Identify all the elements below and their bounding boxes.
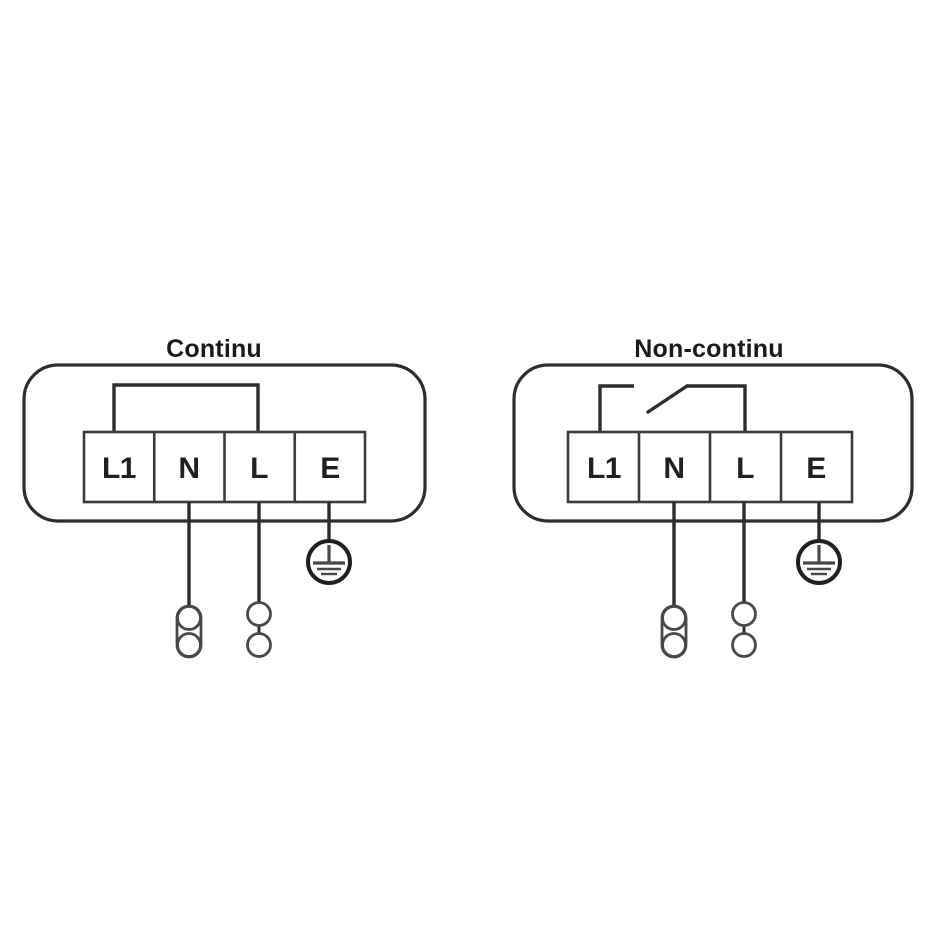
- terminal-label-e-non-continu: E: [806, 452, 826, 485]
- earth-symbol-non-continu: [796, 539, 842, 585]
- earth-symbol-continu: [306, 539, 352, 585]
- diagram-non-continu: Non-continu L1 N L E: [512, 335, 914, 659]
- terminal-label-e-continu: E: [320, 452, 340, 485]
- terminal-label-n-continu: N: [178, 452, 199, 485]
- terminal-label-l-continu: L: [250, 452, 268, 485]
- terminal-label-l1-continu: L1: [102, 452, 136, 485]
- switch-right-leg: [686, 384, 747, 432]
- connector-capsule-pair-n-non-continu: [660, 604, 688, 659]
- terminal-label-l-non-continu: L: [736, 452, 754, 485]
- jumper-wire-l1-to-l: [112, 383, 260, 432]
- diagram-title-continu: Continu: [166, 335, 262, 363]
- switch-left-leg: [598, 384, 634, 432]
- connector-linked-circles-l-non-continu: [731, 601, 757, 658]
- terminal-label-l1-non-continu: L1: [587, 452, 621, 485]
- switch-blade-open: [646, 384, 689, 414]
- terminal-label-n-non-continu: N: [663, 452, 684, 485]
- diagram-continu: Continu L1 N L E: [22, 335, 427, 659]
- connector-linked-circles-l-continu: [246, 601, 272, 658]
- diagram-title-non-continu: Non-continu: [634, 335, 783, 363]
- connector-capsule-pair-n-continu: [175, 604, 203, 659]
